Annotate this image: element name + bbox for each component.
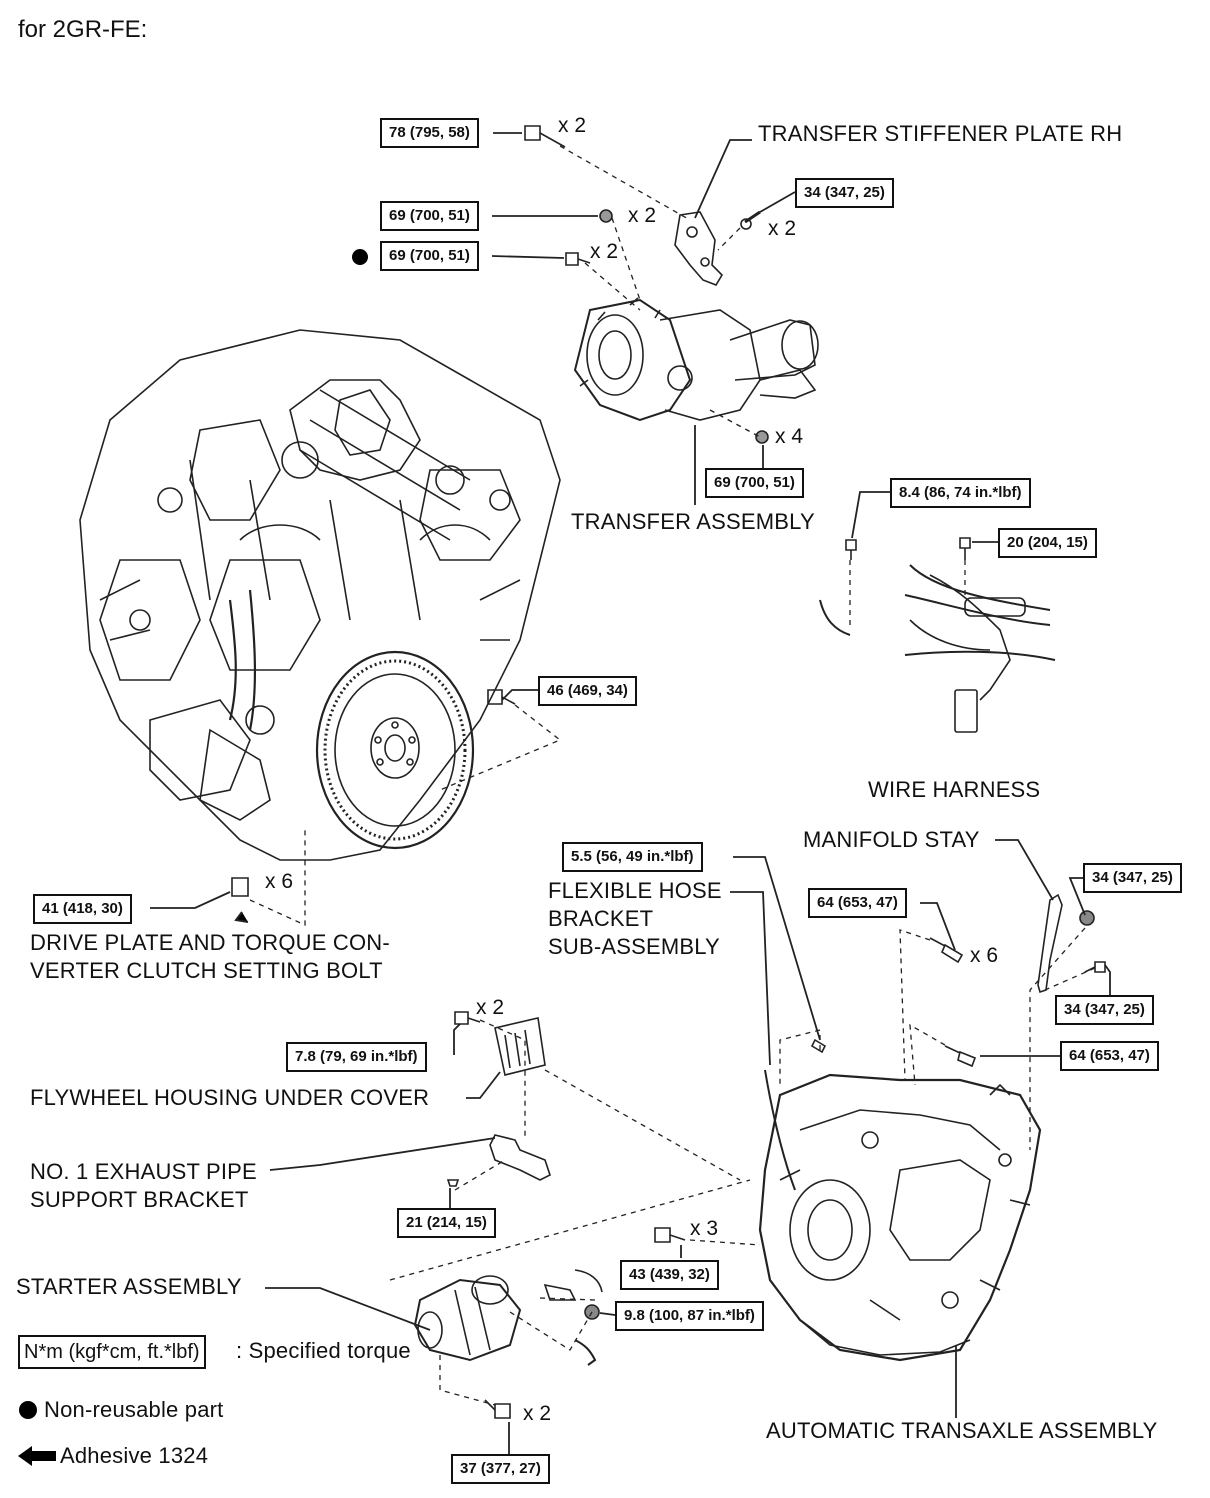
- label-wire-harness: WIRE HARNESS: [868, 777, 1041, 802]
- quantity-label: x 2: [628, 204, 657, 227]
- torque-box: 9.8 (100, 87 in.*lbf): [615, 1301, 764, 1331]
- label-flexible-hose-line1: FLEXIBLE HOSE: [548, 878, 722, 903]
- label-flexible-hose-line2: BRACKET: [548, 906, 654, 931]
- leader-lines: [150, 132, 1111, 1455]
- label-exhaust-bracket-line1: NO. 1 EXHAUST PIPE: [30, 1159, 257, 1184]
- exhaust-bracket-illustration: [489, 1134, 551, 1181]
- non-reusable-legend-icon: [19, 1401, 37, 1419]
- torque-box: 34 (347, 25): [1083, 863, 1182, 893]
- label-flywheel-housing-cover: FLYWHEEL HOUSING UNDER COVER: [30, 1085, 430, 1110]
- quantity-label: x 3: [690, 1217, 719, 1240]
- torque-box: 43 (439, 32): [620, 1260, 719, 1290]
- quantity-label: x 2: [590, 240, 619, 263]
- torque-box: 37 (377, 27): [451, 1454, 550, 1484]
- legend-torque-unit-box: N*m (kgf*cm, ft.*lbf): [18, 1335, 206, 1369]
- label-exhaust-bracket-line2: SUPPORT BRACKET: [30, 1187, 249, 1212]
- drive-plate-illustration: [315, 650, 475, 850]
- legend-adhesive: Adhesive 1324: [60, 1443, 209, 1468]
- quantity-label: x 2: [768, 217, 797, 240]
- quantity-label: x 6: [265, 870, 294, 893]
- label-drive-plate-line1: DRIVE PLATE AND TORQUE CON-: [30, 930, 390, 955]
- torque-box: 21 (214, 15): [397, 1208, 496, 1238]
- label-manifold-stay: MANIFOLD STAY: [803, 827, 980, 852]
- label-transaxle-assembly: AUTOMATIC TRANSAXLE ASSEMBLY: [766, 1418, 1158, 1443]
- torque-box: 64 (653, 47): [808, 888, 907, 918]
- fasteners: [231, 125, 1106, 1419]
- torque-box: 5.5 (56, 49 in.*lbf): [562, 842, 703, 872]
- label-transfer-stiffener-plate: TRANSFER STIFFENER PLATE RH: [758, 121, 1123, 146]
- torque-box: 41 (418, 30): [33, 894, 132, 924]
- torque-box: 78 (795, 58): [380, 118, 479, 148]
- torque-box: 69 (700, 51): [380, 241, 479, 271]
- torque-box: 34 (347, 25): [1055, 995, 1154, 1025]
- quantity-label: x 2: [476, 996, 505, 1019]
- torque-box: 8.4 (86, 74 in.*lbf): [890, 478, 1031, 508]
- torque-box: 34 (347, 25): [795, 178, 894, 208]
- non-reusable-bullet-icon: [352, 249, 368, 265]
- label-flexible-hose-line3: SUB-ASSEMBLY: [548, 934, 720, 959]
- quantity-label: x 6: [970, 944, 999, 967]
- torque-box: 7.8 (79, 69 in.*lbf): [286, 1042, 427, 1072]
- legend-torque-desc: : Specified torque: [236, 1338, 411, 1363]
- quantity-label: x 2: [558, 114, 587, 137]
- label-transfer-assembly: TRANSFER ASSEMBLY: [571, 509, 815, 534]
- transfer-assembly-illustration: [573, 297, 819, 422]
- torque-box: 46 (469, 34): [538, 676, 637, 706]
- transaxle-illustration: [758, 1069, 1042, 1362]
- quantity-label: x 2: [523, 1402, 552, 1425]
- adhesive-arrow-icon: [18, 1446, 56, 1466]
- manifold-stay-illustration: [1037, 893, 1063, 994]
- transfer-stiffener-plate-illustration: [674, 211, 724, 286]
- wire-harness-illustration: [819, 564, 1056, 733]
- label-drive-plate-line2: VERTER CLUTCH SETTING BOLT: [30, 958, 383, 983]
- label-starter-assembly: STARTER ASSEMBLY: [16, 1274, 242, 1299]
- torque-box: 64 (653, 47): [1060, 1041, 1159, 1071]
- torque-box: 69 (700, 51): [705, 468, 804, 498]
- legend-non-reusable: Non-reusable part: [44, 1397, 224, 1422]
- quantity-label: x 4: [775, 425, 804, 448]
- flywheel-cover-illustration: [494, 1017, 546, 1076]
- torque-box: 69 (700, 51): [380, 201, 479, 231]
- engine-block-illustration: [79, 329, 561, 861]
- starter-illustration: [413, 1269, 603, 1366]
- torque-box: 20 (204, 15): [998, 528, 1097, 558]
- page-title: for 2GR-FE:: [18, 16, 148, 43]
